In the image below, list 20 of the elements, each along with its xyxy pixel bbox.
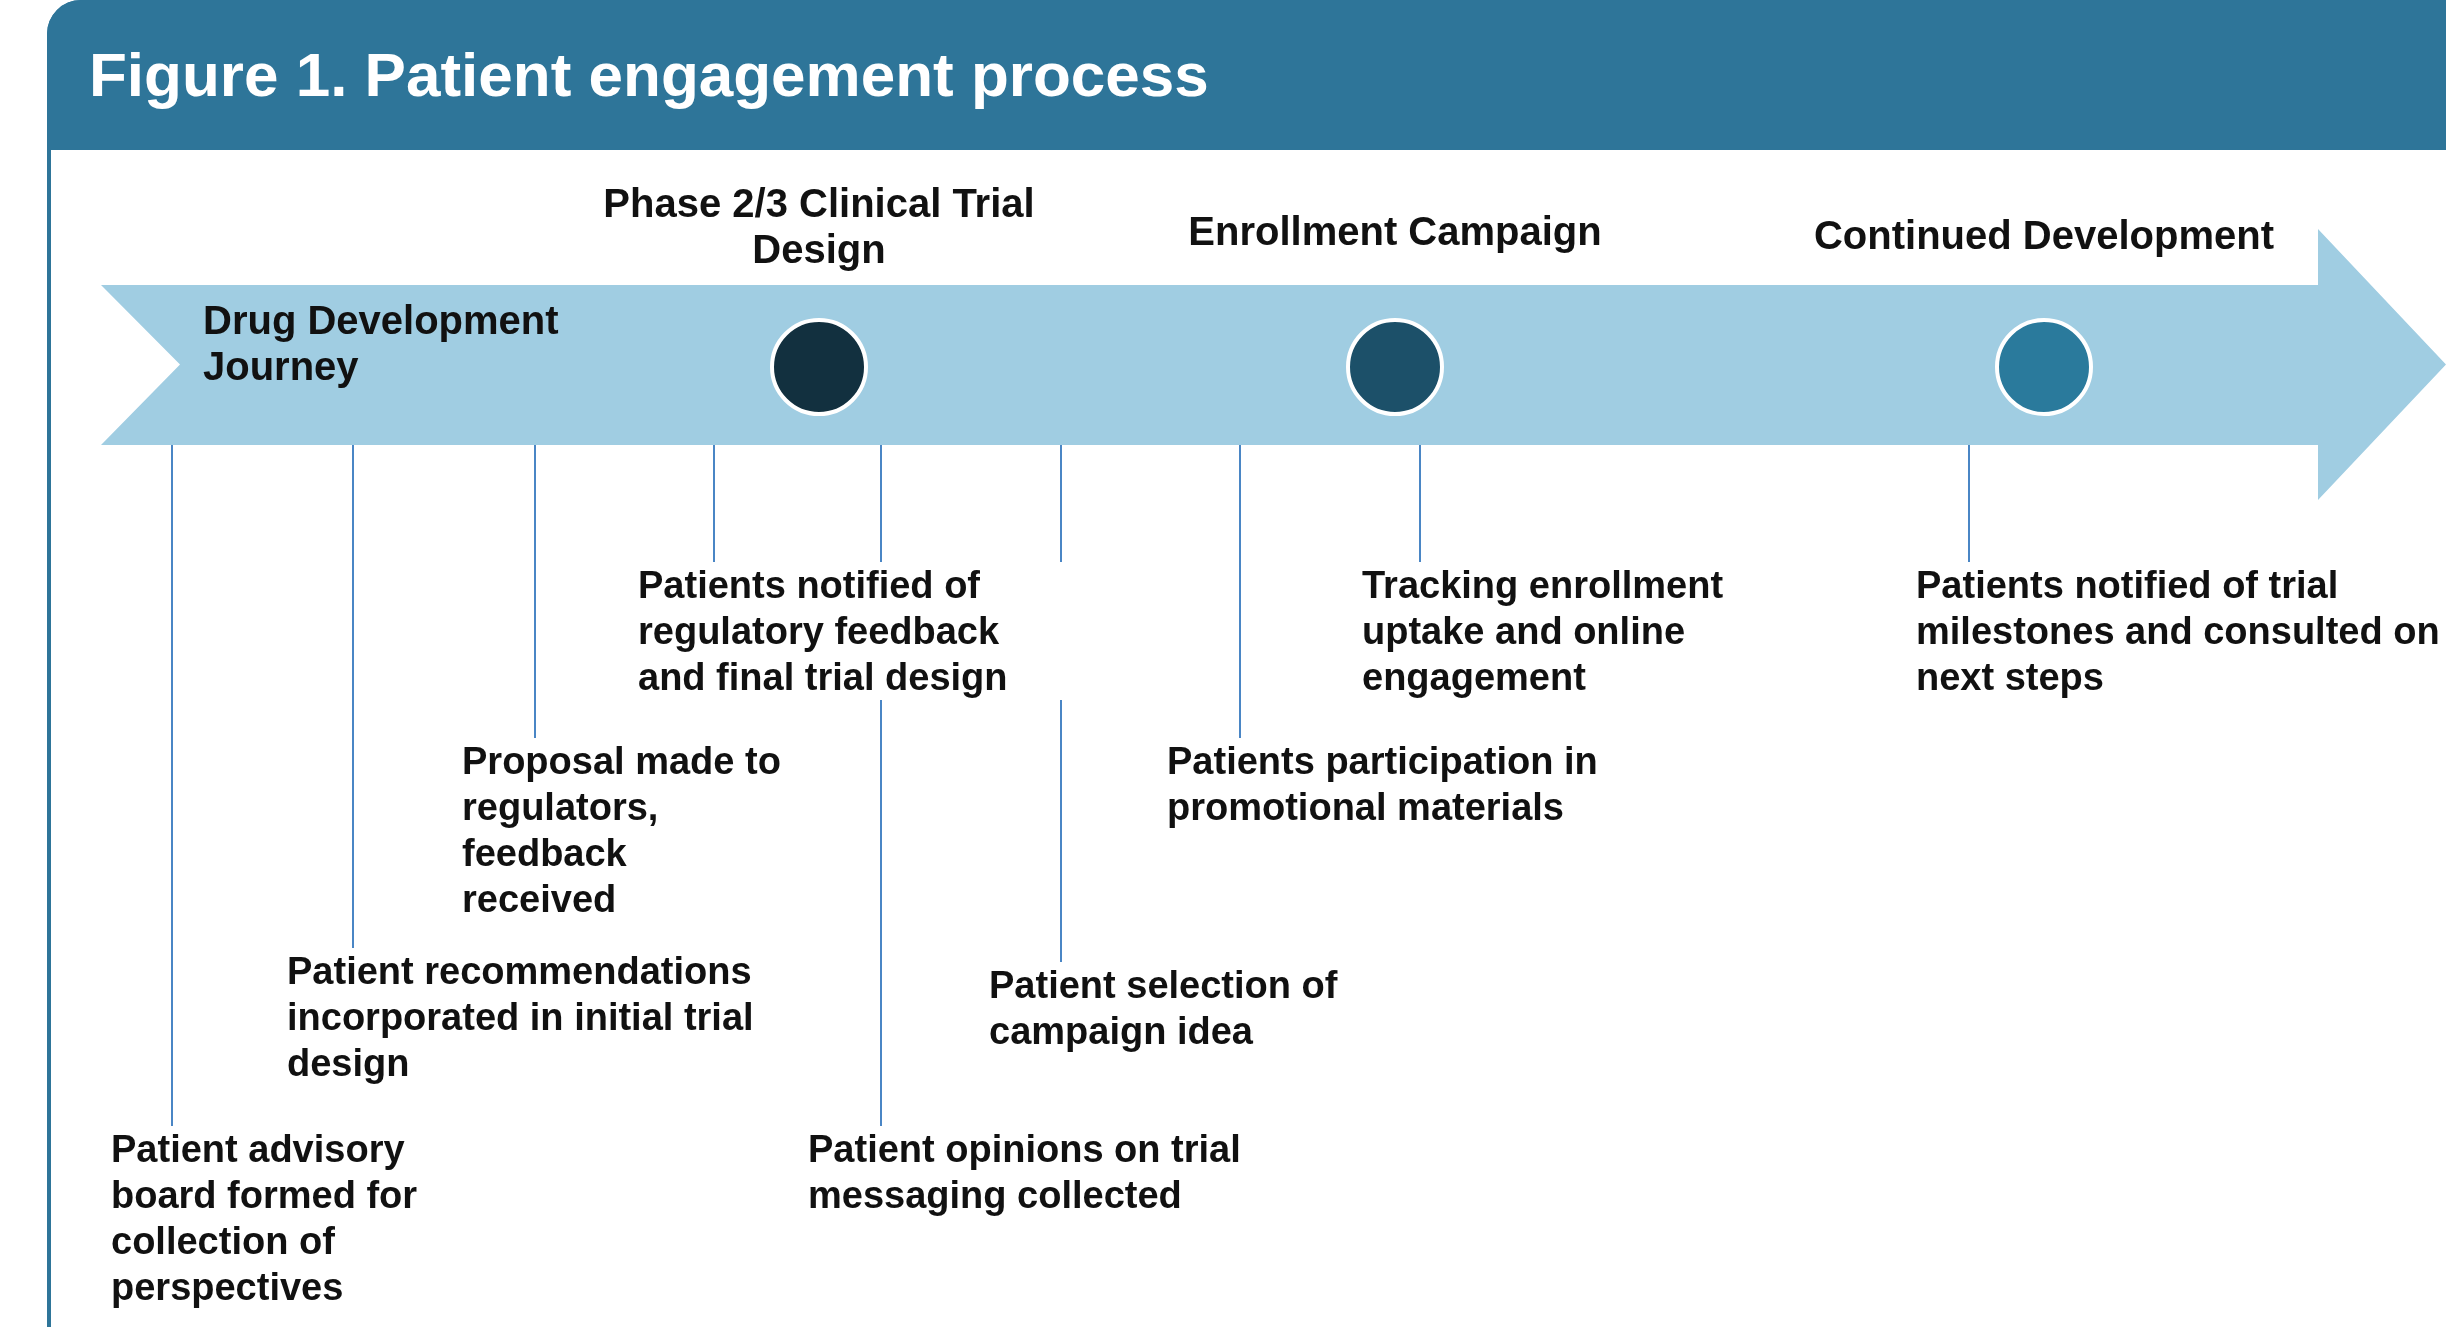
leader-line bbox=[171, 444, 173, 1127]
milestone-description: Tracking enrollment uptake and online engagement bbox=[1362, 562, 1782, 700]
leader-line bbox=[1419, 444, 1421, 563]
milestone-description: Patient recommendations incorporated in initial trial design bbox=[287, 948, 827, 1086]
journey-label: Drug Development Journey bbox=[203, 297, 560, 389]
milestone-description: Patient opinions on trial messaging collected bbox=[808, 1126, 1308, 1218]
phase-heading: Continued Development bbox=[1813, 212, 2275, 258]
figure-title: Figure 1. Patient engagement process bbox=[89, 39, 1209, 111]
milestone-description: Patient advisory board formed for collection of perspectives bbox=[111, 1126, 461, 1310]
leader-line bbox=[713, 444, 715, 563]
leader-line bbox=[352, 444, 354, 949]
leader-line bbox=[1968, 444, 1970, 563]
phase-heading: Enrollment Campaign bbox=[1187, 208, 1603, 254]
milestone-description: Proposal made to regulators, feedback received bbox=[462, 738, 782, 922]
milestone-description: Patients participation in promotional materials bbox=[1167, 738, 1667, 830]
milestone-description: Patient selection of campaign idea bbox=[989, 962, 1389, 1054]
phase-heading: Phase 2/3 Clinical Trial Design bbox=[602, 180, 1036, 272]
milestone-description: Patients notified of trial milestones and consulted on next steps bbox=[1916, 562, 2441, 700]
leader-line bbox=[534, 444, 536, 739]
leader-line bbox=[1239, 444, 1241, 739]
